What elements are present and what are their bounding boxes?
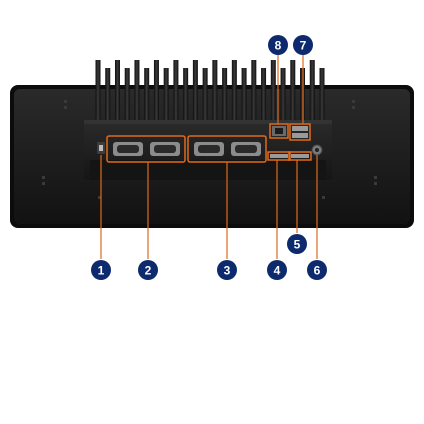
callout-4: 4	[267, 260, 287, 280]
heatsink-fin	[270, 60, 276, 122]
heatsink-fin	[163, 68, 169, 122]
callout-6: 6	[307, 260, 327, 280]
heatsink-fin	[280, 68, 286, 122]
callout-5: 5	[287, 234, 307, 254]
heatsink-fin	[114, 60, 120, 122]
callout-7: 7	[293, 35, 313, 55]
leader-lines	[100, 55, 318, 259]
callout-5-label: 5	[294, 238, 301, 252]
heatsink-fin	[251, 60, 257, 122]
callout-7-label: 7	[300, 39, 307, 53]
db9-connector	[150, 142, 180, 156]
usb-port-7	[289, 123, 311, 141]
callout-3-label: 3	[224, 264, 231, 278]
heatsink-fin	[241, 68, 247, 122]
heatsink-fin	[173, 60, 179, 122]
callout-4-label: 4	[274, 264, 281, 278]
heatsink-fin	[134, 60, 140, 122]
heatsink-fin	[222, 68, 228, 122]
heatsink-fin	[153, 60, 159, 122]
heatsink-fin	[183, 68, 189, 122]
heatsink-fin	[202, 68, 208, 122]
callout-2-label: 2	[145, 264, 152, 278]
usb-port-5	[288, 151, 312, 161]
callout-6-label: 6	[314, 264, 321, 278]
db9-connector	[113, 142, 143, 156]
heatsink-fin	[124, 68, 130, 122]
lan-port	[269, 123, 289, 139]
heatsink-fin	[192, 60, 198, 122]
callout-8-label: 8	[275, 39, 282, 53]
callout-1: 1	[91, 260, 111, 280]
com-ports-group-2	[106, 135, 186, 163]
heatsink-fin	[290, 60, 296, 122]
com-ports-group-3	[187, 135, 267, 163]
callout-2: 2	[138, 260, 158, 280]
power-switch-port	[97, 142, 105, 154]
heatsink-fin	[261, 68, 267, 122]
heatsink-fin	[144, 68, 150, 122]
db9-connector	[231, 142, 261, 156]
heatsink-fin	[105, 68, 111, 122]
dc-power-jack	[311, 144, 323, 156]
heatsink-fin	[319, 68, 325, 122]
callout-3: 3	[217, 260, 237, 280]
db9-connector	[194, 142, 224, 156]
callout-1-label: 1	[98, 264, 105, 278]
callout-markers: 1 2 3 4 5 6 7	[91, 35, 327, 280]
heatsink-fin	[212, 60, 218, 122]
heatsink-fin	[95, 60, 101, 122]
heatsink-fin	[309, 60, 315, 122]
usb-port-4	[267, 151, 291, 161]
callout-8: 8	[268, 35, 288, 55]
heatsink-fin	[231, 60, 237, 122]
